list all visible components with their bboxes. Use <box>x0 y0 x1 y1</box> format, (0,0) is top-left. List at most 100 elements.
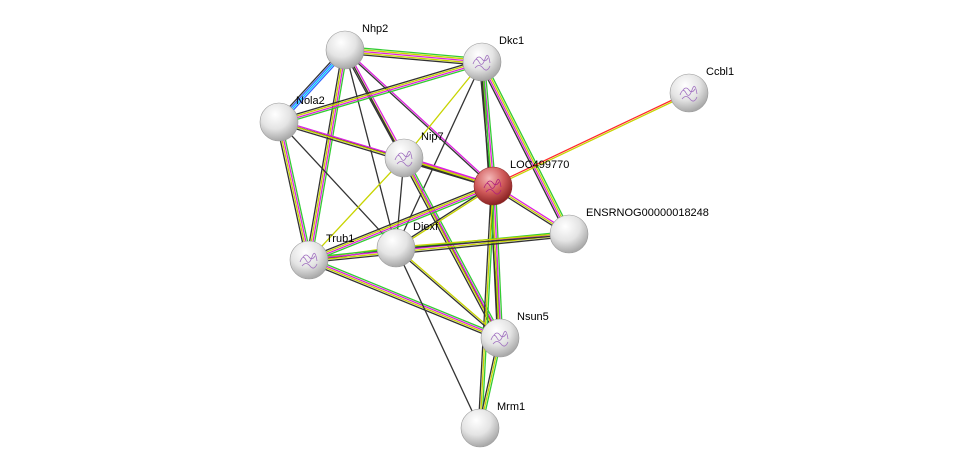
node-label: Mrm1 <box>497 401 525 413</box>
edge-Trub1-Nsun5[interactable] <box>307 257 502 341</box>
node-sphere[interactable] <box>460 408 500 448</box>
edge-evidence-black <box>305 49 344 260</box>
edge-Nhp2-LOC499770[interactable] <box>343 48 495 188</box>
edge-evidence-green <box>481 186 496 429</box>
edge-evidence-magenta <box>345 48 495 186</box>
edge-evidence-red <box>492 91 689 186</box>
node-sphere[interactable] <box>259 102 299 142</box>
node-label: Nsun5 <box>517 311 549 323</box>
edge-Dkc1-Nip7[interactable] <box>403 61 483 159</box>
edge-Nola2-Diexf[interactable] <box>278 121 397 249</box>
edge-Diexf-Nsun5[interactable] <box>395 246 501 340</box>
node-Nip7[interactable]: Nip7 <box>384 131 444 178</box>
node-Diexf[interactable]: Diexf <box>376 221 439 268</box>
edge-Dkc1-ENSRNOG00000018248[interactable] <box>479 60 572 236</box>
edge-evidence-black <box>307 183 493 259</box>
edge-evidence-yellow <box>403 61 483 159</box>
protein-structure-icon <box>394 150 413 167</box>
edge-Diexf-Mrm1[interactable] <box>395 247 481 429</box>
edge-Nola2-Trub1[interactable] <box>275 121 313 261</box>
edge-evidence-magenta <box>279 62 483 124</box>
edge-evidence-black <box>479 62 568 236</box>
node-Mrm1[interactable]: Mrm1 <box>460 401 525 448</box>
node-label: Ccbl1 <box>706 66 734 78</box>
protein-structure-icon <box>299 252 318 269</box>
node-sphere[interactable] <box>376 228 416 268</box>
edge-evidence-black <box>309 235 570 264</box>
node-sphere[interactable] <box>480 318 520 358</box>
edge-evidence-yellow <box>308 260 500 340</box>
node-sphere[interactable] <box>384 138 424 178</box>
edge-evidence-black <box>278 121 397 249</box>
node-Ccbl1[interactable]: Ccbl1 <box>669 66 734 113</box>
edge-evidence-yellow <box>345 47 483 61</box>
node-Nola2[interactable]: Nola2 <box>259 95 325 142</box>
edge-evidence-yellow <box>344 51 482 65</box>
edge-evidence-green <box>494 185 504 338</box>
edge-evidence-magenta <box>308 232 569 260</box>
node-Nsun5[interactable]: Nsun5 <box>480 311 549 358</box>
edge-evidence-magenta <box>480 62 569 235</box>
edge-evidence-magenta <box>309 186 494 262</box>
node-label: Diexf <box>413 221 439 233</box>
node-label: Dkc1 <box>499 35 524 47</box>
node-ENSRNOG00000018248[interactable]: ENSRNOG00000018248 <box>549 207 709 254</box>
nodes-layer: Nhp2Dkc1Ccbl1Nola2Nip7LOC499770ENSRNOG00… <box>259 23 734 448</box>
node-Trub1[interactable]: Trub1 <box>289 233 354 280</box>
node-label: Nip7 <box>421 131 444 143</box>
edge-evidence-green <box>308 230 569 259</box>
edge-evidence-green <box>309 257 502 337</box>
edge-evidence-green <box>309 187 495 263</box>
edge-evidence-yellow <box>277 122 309 261</box>
edge-evidence-green <box>310 50 349 261</box>
edge-evidence-black <box>401 158 499 340</box>
edge-Nhp2-Trub1[interactable] <box>305 49 349 261</box>
edge-evidence-yellow <box>479 185 494 429</box>
edge-Nip7-Trub1[interactable] <box>308 157 405 261</box>
edge-Trub1-ENSRNOG00000018248[interactable] <box>308 230 570 264</box>
node-Dkc1[interactable]: Dkc1 <box>462 35 524 82</box>
edge-evidence-yellow <box>308 157 405 261</box>
node-sphere[interactable] <box>289 240 329 280</box>
edge-evidence-yellow <box>309 234 570 262</box>
node-Nhp2[interactable]: Nhp2 <box>325 23 388 70</box>
edge-evidence-yellow <box>308 184 493 260</box>
edge-evidence-black <box>477 185 492 428</box>
edge-evidence-magenta <box>345 48 407 158</box>
edge-LOC499770-Mrm1[interactable] <box>477 185 496 429</box>
edges-layer <box>275 45 690 429</box>
edge-evidence-black <box>278 58 482 121</box>
edge-evidence-magenta <box>309 50 347 261</box>
protein-structure-icon <box>472 54 491 71</box>
edge-Dkc1-Nola2[interactable] <box>278 58 483 126</box>
node-sphere[interactable] <box>462 42 502 82</box>
node-LOC499770[interactable]: LOC499770 <box>473 159 569 206</box>
edge-evidence-black <box>343 50 493 188</box>
node-label: Nhp2 <box>362 23 388 35</box>
edge-evidence-black <box>275 122 308 261</box>
node-sphere[interactable] <box>549 214 589 254</box>
edge-evidence-black <box>395 248 500 340</box>
node-sphere[interactable] <box>669 73 709 113</box>
node-label: ENSRNOG00000018248 <box>586 207 709 219</box>
edge-evidence-yellow <box>395 232 569 248</box>
node-label: LOC499770 <box>510 159 569 171</box>
edge-evidence-magenta <box>309 258 501 338</box>
edge-evidence-magenta <box>279 121 311 260</box>
node-sphere[interactable] <box>473 166 513 206</box>
edge-evidence-black <box>395 247 481 429</box>
edge-evidence-green <box>345 45 483 60</box>
edge-Diexf-ENSRNOG00000018248[interactable] <box>395 232 570 250</box>
protein-structure-icon <box>679 85 698 102</box>
edge-Nhp2-Dkc1[interactable] <box>344 45 483 67</box>
edge-LOC499770-Ccbl1[interactable] <box>492 91 690 188</box>
edge-evidence-black <box>396 234 570 250</box>
edge-evidence-black <box>307 261 500 341</box>
edge-evidence-black <box>342 50 404 160</box>
edge-evidence-green <box>279 63 483 126</box>
protein-structure-icon <box>483 178 502 195</box>
node-label: Nola2 <box>296 95 325 107</box>
edge-LOC499770-Trub1[interactable] <box>307 183 495 263</box>
node-sphere[interactable] <box>325 30 365 70</box>
